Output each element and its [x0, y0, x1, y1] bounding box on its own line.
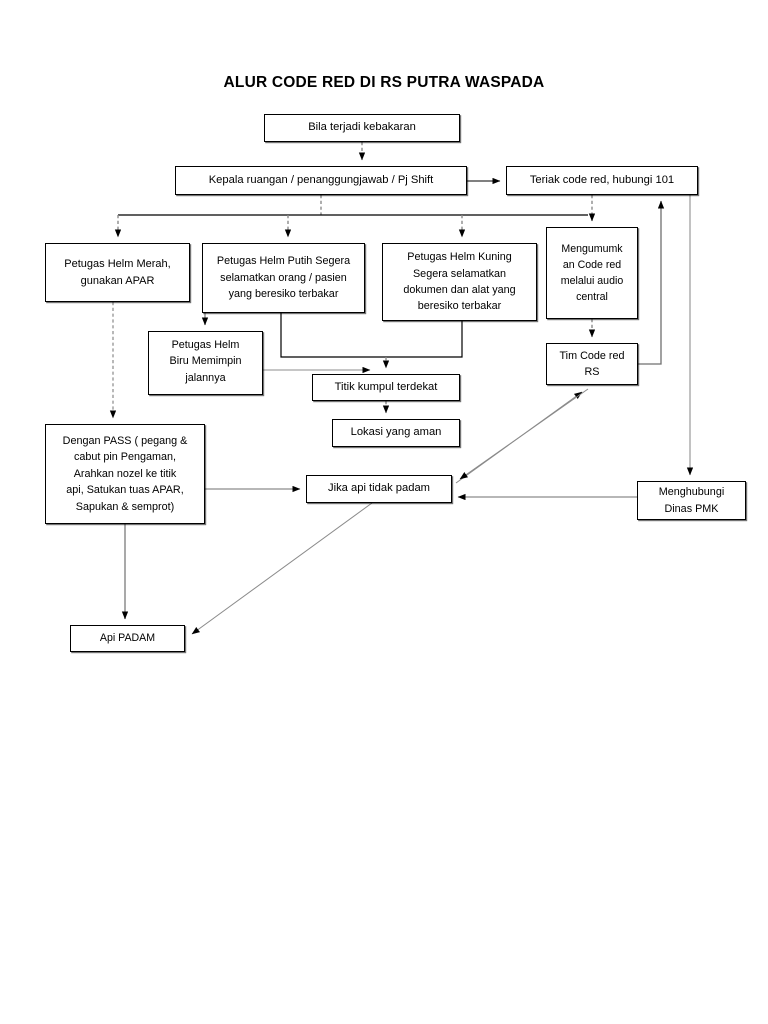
node-label: Petugas Helm Kuning Segera selamatkan do… — [387, 249, 532, 315]
edge-tim-teriak — [638, 200, 665, 365]
node-kepala-ruangan[interactable]: Kepala ruangan / penanggungjawab / Pj Sh… — [175, 166, 467, 195]
node-label: Mengumumk an Code red melalui audio cent… — [551, 241, 633, 305]
node-label: Teriak code red, hubungi 101 — [529, 173, 675, 186]
node-label: Api PADAM — [99, 632, 156, 645]
node-line-1: Mengumumk — [561, 242, 623, 255]
node-line-3: melalui audio — [560, 275, 624, 287]
node-line-2: selamatkan orang / pasien — [220, 271, 347, 284]
node-petugas-helm-kuning[interactable]: Petugas Helm Kuning Segera selamatkan do… — [382, 243, 537, 321]
node-teriak-code-red[interactable]: Teriak code red, hubungi 101 — [506, 166, 698, 195]
node-line-1: Petugas Helm Putih Segera — [216, 255, 351, 268]
node-line-1: Petugas Helm Kuning — [407, 251, 512, 264]
node-label: Lokasi yang aman — [350, 426, 442, 439]
node-line-3: yang beresiko terbakar — [228, 288, 339, 301]
node-label: Petugas Helm Merah, gunakan APAR — [50, 256, 185, 289]
node-api-padam[interactable]: Api PADAM — [70, 625, 185, 652]
node-jika-api-tidak-padam[interactable]: Jika api tidak padam — [306, 475, 452, 503]
node-line-1: Petugas Helm Merah, — [64, 257, 171, 270]
edge-jika-tim — [455, 391, 583, 484]
node-label: Dengan PASS ( pegang & cabut pin Pengama… — [50, 433, 200, 515]
edge-helm-putih-titik-route — [280, 313, 386, 358]
node-line-3: dokumen dan alat yang — [403, 284, 516, 296]
node-line-2: RS — [584, 366, 600, 378]
node-line-4: central — [576, 291, 608, 304]
node-line-2: an Code red — [562, 258, 622, 271]
node-bila-terjadi-kebakaran[interactable]: Bila terjadi kebakaran — [264, 114, 460, 142]
node-titik-kumpul-terdekat[interactable]: Titik kumpul terdekat — [312, 374, 460, 401]
edge-helm-kuning-titik-route — [386, 321, 463, 358]
node-line-2: Segera selamatkan — [412, 267, 507, 280]
node-line-1: Dengan PASS ( pegang & — [62, 434, 188, 447]
node-line-4: api, Satukan tuas APAR, — [66, 484, 184, 497]
node-line-1: Tim Code red — [559, 349, 625, 362]
node-line-3: jalannya — [185, 371, 226, 384]
node-label: Titik kumpul terdekat — [334, 380, 438, 393]
node-line-2: Dinas PMK — [664, 502, 719, 515]
node-label: Bila terjadi kebakaran — [308, 121, 416, 134]
node-line-2: Biru Memimpin — [169, 355, 242, 368]
node-tim-code-red-rs[interactable]: Tim Code red RS — [546, 343, 638, 385]
node-label: Menghubungi Dinas PMK — [642, 484, 741, 517]
node-lokasi-yang-aman[interactable]: Lokasi yang aman — [332, 419, 460, 447]
edge-tim-jika-return — [459, 388, 589, 480]
node-label: Petugas Helm Biru Memimpin jalannya — [153, 337, 258, 386]
node-petugas-helm-merah[interactable]: Petugas Helm Merah, gunakan APAR — [45, 243, 190, 302]
node-petugas-helm-putih[interactable]: Petugas Helm Putih Segera selamatkan ora… — [202, 243, 365, 313]
node-line-5: Sapukan & semprot) — [75, 500, 175, 513]
node-line-1: Petugas Helm — [171, 339, 240, 351]
node-line-4: beresiko terbakar — [417, 300, 502, 313]
node-mengumumkan-code-red[interactable]: Mengumumk an Code red melalui audio cent… — [546, 227, 638, 319]
node-dengan-pass[interactable]: Dengan PASS ( pegang & cabut pin Pengama… — [45, 424, 205, 524]
node-menghubungi-dinas-pmk[interactable]: Menghubungi Dinas PMK — [637, 481, 746, 520]
page-title: ALUR CODE RED DI RS PUTRA WASPADA — [223, 74, 545, 91]
node-label: Petugas Helm Putih Segera selamatkan ora… — [207, 253, 360, 302]
edge-jika-api-padam — [191, 502, 373, 635]
node-label: Tim Code red RS — [551, 348, 633, 381]
node-label: Kepala ruangan / penanggungjawab / Pj Sh… — [208, 173, 434, 186]
node-line-1: Menghubungi — [658, 486, 725, 499]
node-line-2: cabut pin Pengaman, — [73, 451, 177, 464]
node-line-2: gunakan APAR — [80, 274, 155, 287]
node-label: Jika api tidak padam — [328, 482, 430, 495]
node-line-3: Arahkan nozel ke titik — [73, 467, 177, 480]
node-petugas-helm-biru[interactable]: Petugas Helm Biru Memimpin jalannya — [148, 331, 263, 395]
